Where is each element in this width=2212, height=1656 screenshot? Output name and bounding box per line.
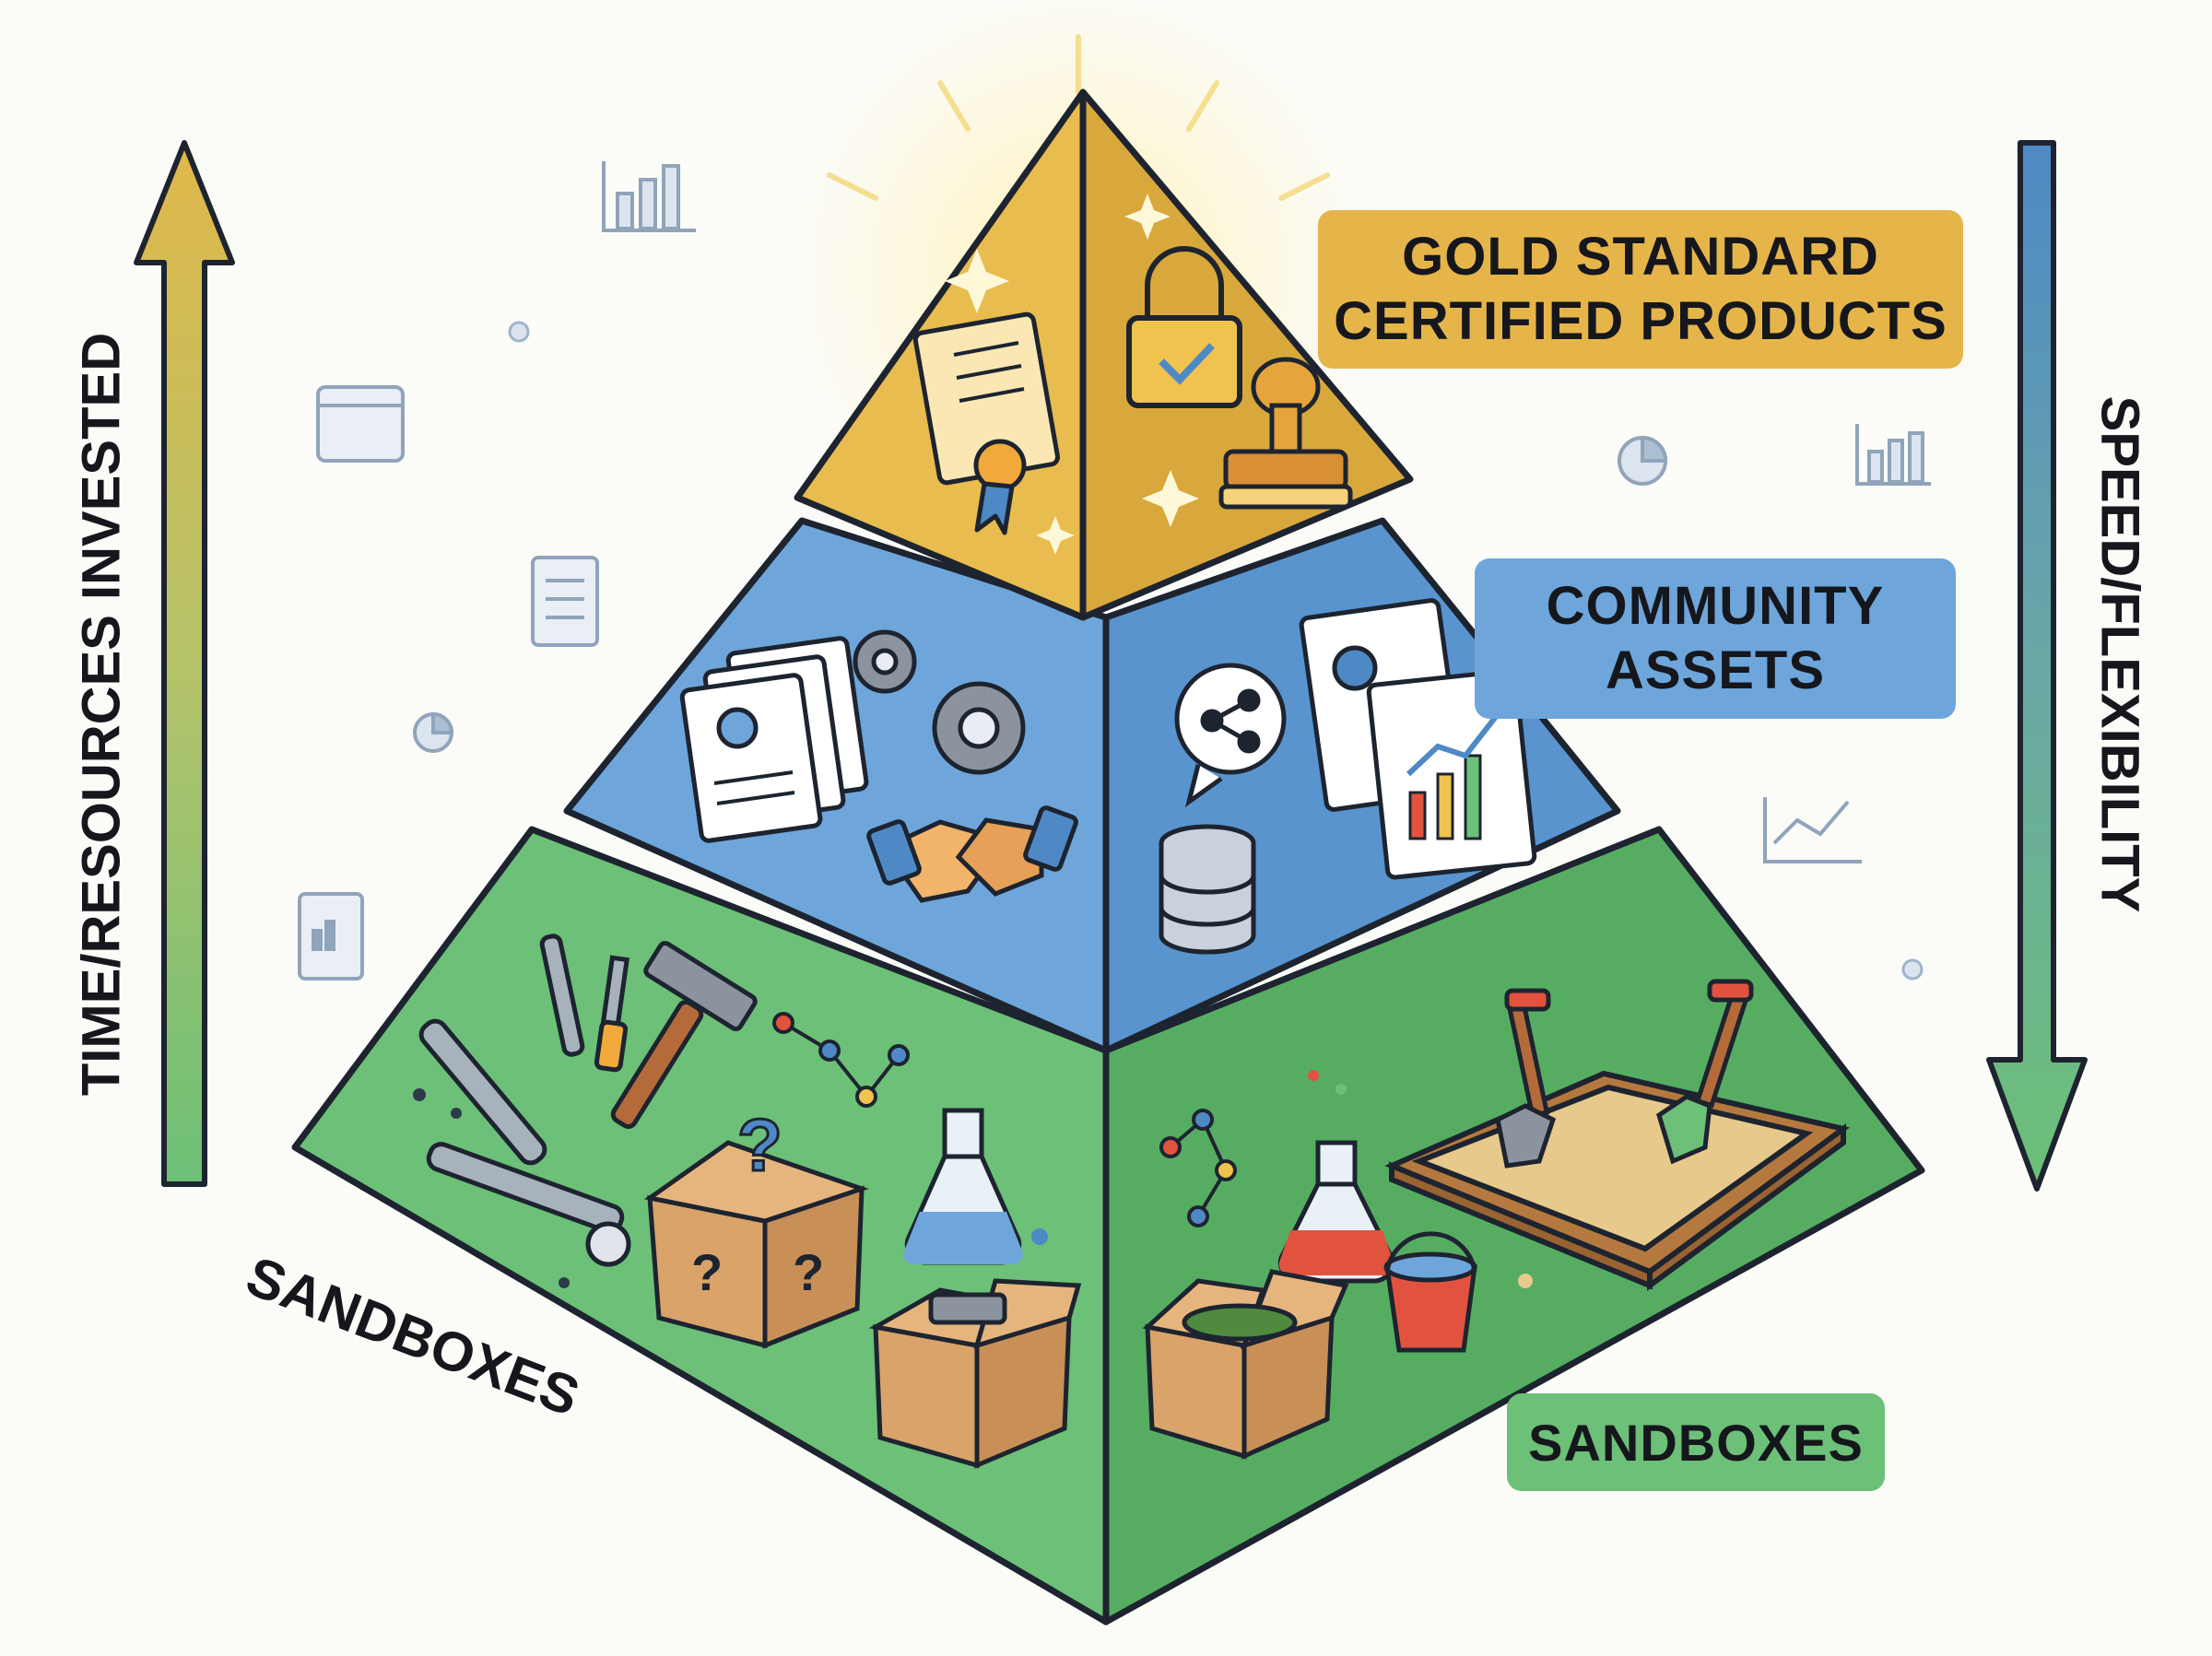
time-resources-label: TIME/RESOURCES INVESTED: [71, 333, 133, 1096]
database-icon: [1161, 827, 1253, 952]
gold-standard-tag: GOLD STANDARD CERTIFIED PRODUCTS: [1318, 210, 1963, 369]
community-label: COMMUNITY: [1547, 574, 1885, 639]
line-chart-icon: [1765, 797, 1862, 862]
svg-text:?: ?: [691, 1243, 723, 1301]
speed-flexibility-arrow: [1989, 143, 2085, 1189]
community-assets-tag: COMMUNITY ASSETS: [1475, 558, 1956, 719]
time-resources-arrow: [136, 143, 232, 1184]
speed-flexibility-label: SPEED/FLEXIBILITY: [2089, 396, 2151, 913]
certified-products-label: CERTIFIED PRODUCTS: [1334, 289, 1947, 354]
gold-standard-label: GOLD STANDARD: [1402, 225, 1879, 289]
svg-text:?: ?: [793, 1243, 824, 1301]
sandboxes-right-label: SANDBOXES: [1528, 1413, 1864, 1473]
assets-label: ASSETS: [1606, 639, 1825, 703]
svg-text:?: ?: [737, 1104, 782, 1186]
sandboxes-tag: SANDBOXES: [1507, 1393, 1885, 1491]
browser-window-icon: [318, 387, 403, 461]
